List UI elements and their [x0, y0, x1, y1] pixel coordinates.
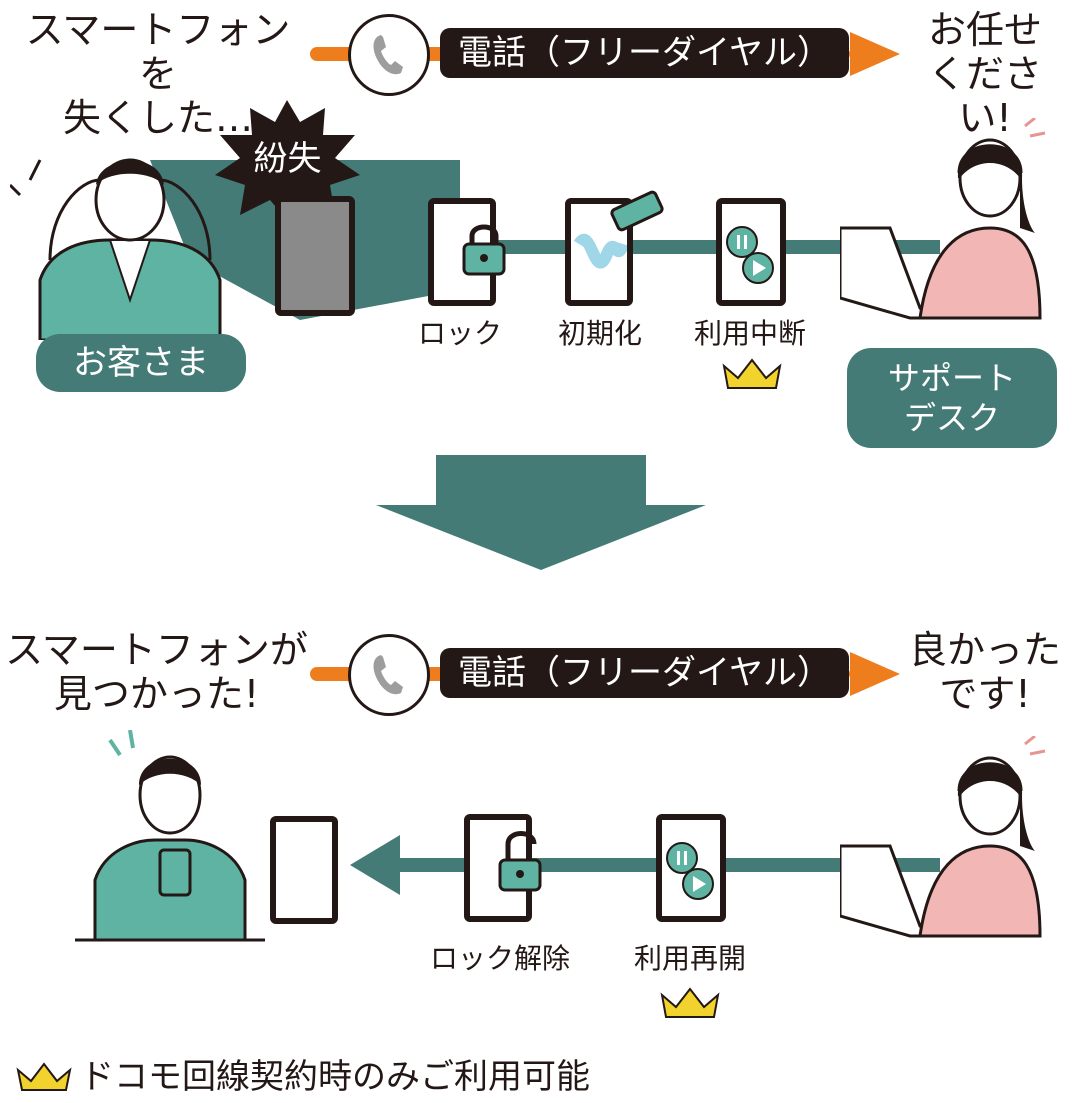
bottom-left-line-2: 見つかった!	[53, 672, 260, 716]
bottom-right-line-1: 良かった	[908, 628, 1061, 672]
top-right-line-2: ください!	[927, 52, 1042, 140]
happy-customer-illustration	[75, 730, 265, 942]
support-desk-line-1: サポート	[887, 359, 1016, 397]
resume-phone	[656, 814, 726, 922]
bottom-call-label: 電話（フリーダイヤル）	[440, 648, 849, 698]
support-operator-illustration	[840, 736, 1046, 938]
unlock-phone	[464, 814, 542, 922]
top-left-line-1: スマートフォンを	[25, 8, 291, 96]
top-left-line-2: 失くした…	[62, 96, 253, 140]
crown-icon	[722, 358, 782, 389]
support-desk-label: サポート デスク	[847, 348, 1057, 448]
action-label-reset: 初期化	[557, 317, 642, 350]
action-label-lock: ロック	[417, 317, 502, 350]
lock-icon	[462, 224, 506, 276]
customer-label: お客さま	[36, 334, 246, 392]
phone-icon	[348, 634, 430, 716]
bottom-right-text: 良かった です!	[905, 628, 1065, 716]
pause-play-icon	[666, 842, 714, 900]
top-call-label: 電話（フリーダイヤル）	[440, 28, 849, 78]
top-right-line-1: お任せ	[927, 8, 1042, 52]
wipe-icon	[573, 234, 627, 269]
crown-icon	[660, 987, 720, 1018]
action-label-resume: 利用再開	[633, 942, 746, 975]
phone-icon	[348, 14, 430, 96]
lost-badge: 紛失	[253, 139, 322, 179]
bottom-left-text: スマートフォンが 見つかった!	[4, 628, 309, 716]
eraser-icon	[610, 190, 664, 232]
suspend-phone	[716, 198, 786, 306]
worried-customer-illustration	[10, 158, 222, 340]
pause-play-icon	[726, 226, 774, 284]
bottom-right-line-2: です!	[939, 672, 1031, 716]
action-label-unlock: ロック解除	[429, 942, 570, 975]
footnote: ドコモ回線契約時のみご利用可能	[80, 1057, 590, 1097]
unlock-icon	[498, 831, 542, 892]
transition-down-arrow	[376, 455, 706, 570]
bottom-left-line-1: スマートフォンが	[5, 628, 308, 672]
action-label-suspend: 利用中断	[693, 317, 806, 350]
lock-phone	[428, 198, 506, 306]
crown-icon	[16, 1062, 72, 1091]
support-operator-illustration	[840, 118, 1046, 320]
top-left-text: スマートフォンを 失くした…	[8, 8, 308, 140]
found-phone	[270, 816, 338, 924]
lost-burst	[215, 100, 360, 220]
lost-phone	[275, 196, 355, 316]
support-desk-line-2: デスク	[903, 399, 1000, 437]
top-right-text: お任せ ください!	[905, 8, 1065, 140]
